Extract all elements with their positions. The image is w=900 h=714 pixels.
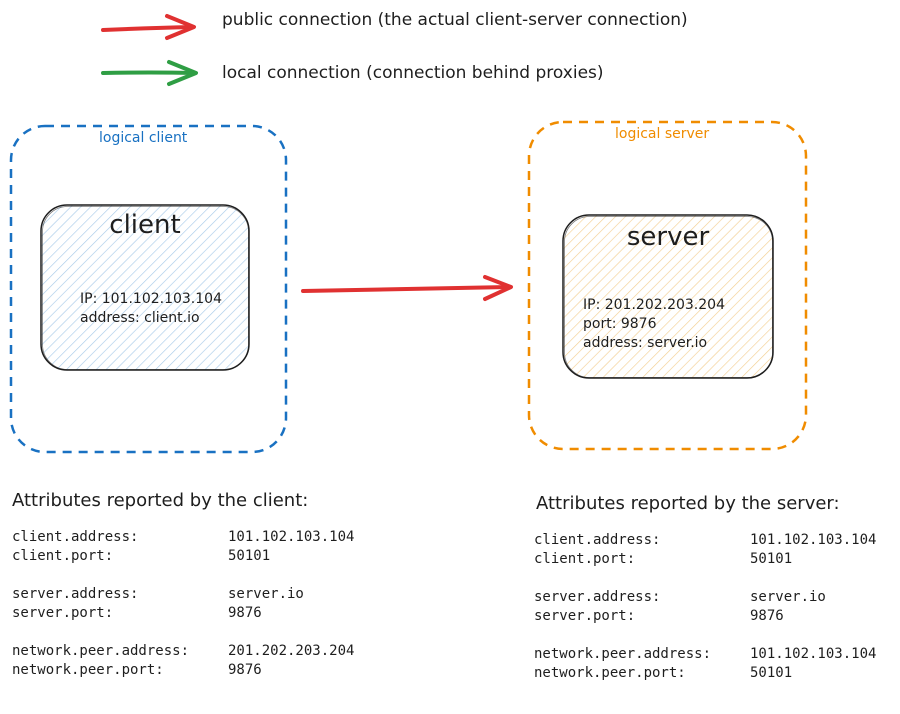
attr-value: 9876 [750,608,784,624]
attr-key: network.peer.port: [534,665,686,681]
attr-row: network.peer.port: 50101 [534,664,876,683]
attr-key: network.peer.address: [534,646,712,662]
legend-local-arrow [101,60,198,86]
logical-server-label: logical server [615,126,710,142]
client-node-ip: IP: 101.102.103.104 [80,291,222,307]
client-node-address: address: client.io [80,310,200,326]
legend-public-arrow [101,14,196,40]
server-node-ip: IP: 201.202.203.204 [583,297,725,313]
attr-key: server.address: [534,589,661,605]
client-node-title: client [109,210,181,240]
attr-row: server.address: server.io [12,585,354,604]
client-node-details: IP: 101.102.103.104 address: client.io [80,290,222,328]
attr-value: 50101 [228,548,271,564]
client-node-box [40,204,250,371]
attr-row: client.port: 50101 [534,550,876,569]
client-attributes-table: client.address: 101.102.103.104 client.p… [12,528,354,680]
attr-row: client.address: 101.102.103.104 [534,531,876,550]
attr-key: client.port: [12,548,114,564]
attr-row: server.port: 9876 [12,604,354,623]
server-node-box [562,214,774,379]
attr-row: network.peer.address: 201.202.203.204 [12,642,354,661]
logical-server-boundary [527,120,808,451]
attr-row: client.address: 101.102.103.104 [12,528,354,547]
logical-client-boundary [9,124,288,454]
server-attributes-table: client.address: 101.102.103.104 client.p… [534,531,876,683]
attr-value: server.io [750,589,826,605]
client-attributes-heading: Attributes reported by the client: [12,490,309,511]
server-node-port: port: 9876 [583,316,657,332]
attr-key: client.port: [534,551,636,567]
attr-row: network.peer.address: 101.102.103.104 [534,645,876,664]
attr-row: client.port: 50101 [12,547,354,566]
attr-value: 50101 [750,665,793,681]
attr-key: network.peer.address: [12,643,190,659]
public-connection-arrow [301,275,513,301]
attr-key: server.port: [12,605,114,621]
attr-value: 50101 [750,551,793,567]
server-node-address: address: server.io [583,335,708,351]
attr-value: 9876 [228,605,262,621]
attr-value: 101.102.103.104 [228,529,355,545]
attr-row: network.peer.port: 9876 [12,661,354,680]
server-node-details: IP: 201.202.203.204 port: 9876 address: … [583,296,725,353]
attr-key: client.address: [12,529,139,545]
attr-row: server.port: 9876 [534,607,876,626]
attr-value: server.io [228,586,304,602]
legend-local-label: local connection (connection behind prox… [222,63,604,83]
attr-value: 201.202.203.204 [228,643,355,659]
attr-key: client.address: [534,532,661,548]
attr-value: 101.102.103.104 [750,646,877,662]
attr-value: 101.102.103.104 [750,532,877,548]
attr-value: 9876 [228,662,262,678]
legend-public-label: public connection (the actual client-ser… [222,10,688,30]
server-attributes-heading: Attributes reported by the server: [536,493,840,514]
attr-key: network.peer.port: [12,662,164,678]
attr-row: server.address: server.io [534,588,876,607]
logical-client-label: logical client [99,130,188,146]
server-node-title: server [626,222,710,252]
attr-key: server.address: [12,586,139,602]
attr-key: server.port: [534,608,636,624]
